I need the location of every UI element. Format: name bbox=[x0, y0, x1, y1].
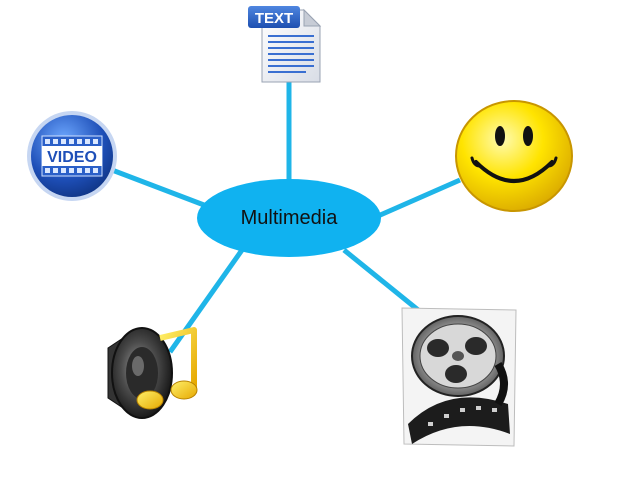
connector-film bbox=[342, 248, 430, 320]
video-badge-icon: VIDEO bbox=[24, 108, 120, 204]
film-reel-icon bbox=[398, 304, 520, 450]
smiley-face-icon bbox=[452, 96, 576, 214]
text-doc-label: TEXT bbox=[255, 10, 293, 27]
center-label: Multimedia bbox=[240, 206, 338, 229]
center-ellipse bbox=[197, 179, 381, 257]
center-node: Multimedia bbox=[196, 178, 382, 258]
video-badge-label: VIDEO bbox=[47, 149, 97, 166]
speaker-music-icon bbox=[102, 318, 204, 428]
connector-smiley bbox=[376, 177, 462, 219]
connector-video bbox=[111, 167, 205, 208]
text-document-icon: TEXT bbox=[246, 2, 324, 84]
